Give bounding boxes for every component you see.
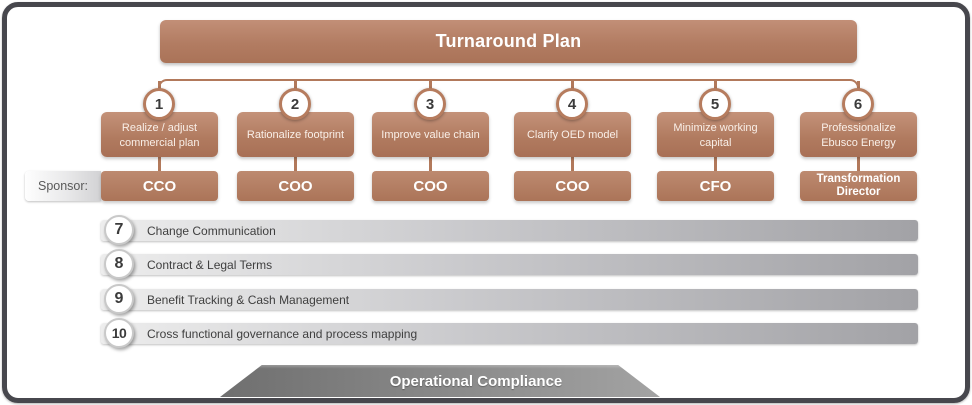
workstream-column-1: 1 Realize / adjust commercial plan CCO (101, 0, 218, 405)
workstream-label: Clarify OED model (526, 129, 619, 142)
sponsor-box: COO (237, 171, 354, 201)
cross-stream-number: 9 (114, 290, 124, 307)
workstream-column-5: 5 Minimize working capital CFO (657, 0, 774, 405)
workstream-number-badge: 4 (556, 88, 588, 120)
connector-stub-mid (429, 156, 432, 172)
cross-stream-bar-9: 9 Benefit Tracking & Cash Management (101, 284, 918, 314)
cross-stream-label: Cross functional governance and process … (147, 326, 418, 341)
sponsor-name: COO (555, 177, 590, 195)
cross-stream-number-badge: 8 (104, 249, 134, 279)
workstream-label: Professionalize Ebusco Energy (821, 122, 896, 149)
connector-stub-top (714, 81, 717, 92)
connector-stub-mid (294, 156, 297, 172)
plan-title-bar: Turnaround Plan (160, 20, 857, 63)
workstream-label: Improve value chain (381, 129, 480, 142)
workstream-number: 2 (290, 95, 300, 113)
sponsor-name: Transformation Director (816, 173, 901, 198)
cross-stream-number: 8 (114, 255, 124, 272)
sponsor-box: CFO (657, 171, 774, 201)
cross-stream-label: Contract & Legal Terms (147, 257, 273, 272)
sponsor-row-label: Sponsor: (25, 171, 101, 201)
sponsor-box: CCO (101, 171, 218, 201)
cross-stream-bar-10: 10 Cross functional governance and proce… (101, 318, 918, 348)
sponsor-box: COO (514, 171, 631, 201)
sponsor-row-label-text: Sponsor: (37, 179, 89, 193)
connector-stub-top (571, 81, 574, 92)
cross-stream-number-badge: 9 (104, 284, 134, 314)
sponsor-box: Transformation Director (800, 171, 917, 201)
workstream-number: 4 (567, 95, 577, 113)
cross-stream-bar-7: 7 Change Communication (101, 215, 918, 245)
cross-stream-label: Benefit Tracking & Cash Management (147, 292, 350, 307)
cross-stream-label: Change Communication (147, 223, 276, 238)
workstream-number-badge: 3 (414, 88, 446, 120)
workstream-column-2: 2 Rationalize footprint COO (237, 0, 354, 405)
workstream-column-4: 4 Clarify OED model COO (514, 0, 631, 405)
sponsor-name: CFO (699, 177, 732, 195)
workstream-number-badge: 2 (279, 88, 311, 120)
workstream-column-3: 3 Improve value chain COO (372, 0, 489, 405)
sponsor-name: COO (413, 177, 448, 195)
workstream-number-badge: 6 (842, 88, 874, 120)
cross-stream-bar-8: 8 Contract & Legal Terms (101, 249, 918, 279)
workstream-number: 1 (154, 95, 164, 113)
workstream-box: Rationalize footprint (237, 112, 354, 157)
connector-stub-mid (571, 156, 574, 172)
workstream-label: Rationalize footprint (246, 129, 345, 142)
workstream-label: Minimize working capital (673, 122, 758, 149)
operational-compliance-ribbon: Operational Compliance (220, 365, 660, 397)
workstream-number: 3 (425, 95, 435, 113)
cross-stream-number: 7 (114, 221, 124, 238)
sponsor-name: COO (278, 177, 313, 195)
sponsor-name: CCO (142, 177, 177, 195)
workstream-number: 6 (853, 95, 863, 113)
connector-line (158, 79, 859, 93)
workstream-column-6: 6 Professionalize Ebusco Energy Transfor… (800, 0, 917, 405)
connector-stub-mid (158, 156, 161, 172)
connector-stub-top (294, 81, 297, 92)
plan-title: Turnaround Plan (435, 31, 582, 51)
workstream-number-badge: 1 (143, 88, 175, 120)
operational-compliance-label: Operational Compliance (389, 372, 563, 390)
cross-stream-number: 10 (111, 325, 127, 341)
cross-stream-number-badge: 7 (104, 215, 134, 245)
connector-stub-mid (857, 156, 860, 172)
connector-stub-mid (714, 156, 717, 172)
workstream-number-badge: 5 (699, 88, 731, 120)
cross-stream-number-badge: 10 (104, 318, 134, 348)
workstream-label: Realize / adjust commercial plan (119, 122, 200, 149)
sponsor-box: COO (372, 171, 489, 201)
connector-stub-top (429, 81, 432, 92)
workstream-number: 5 (710, 95, 720, 113)
